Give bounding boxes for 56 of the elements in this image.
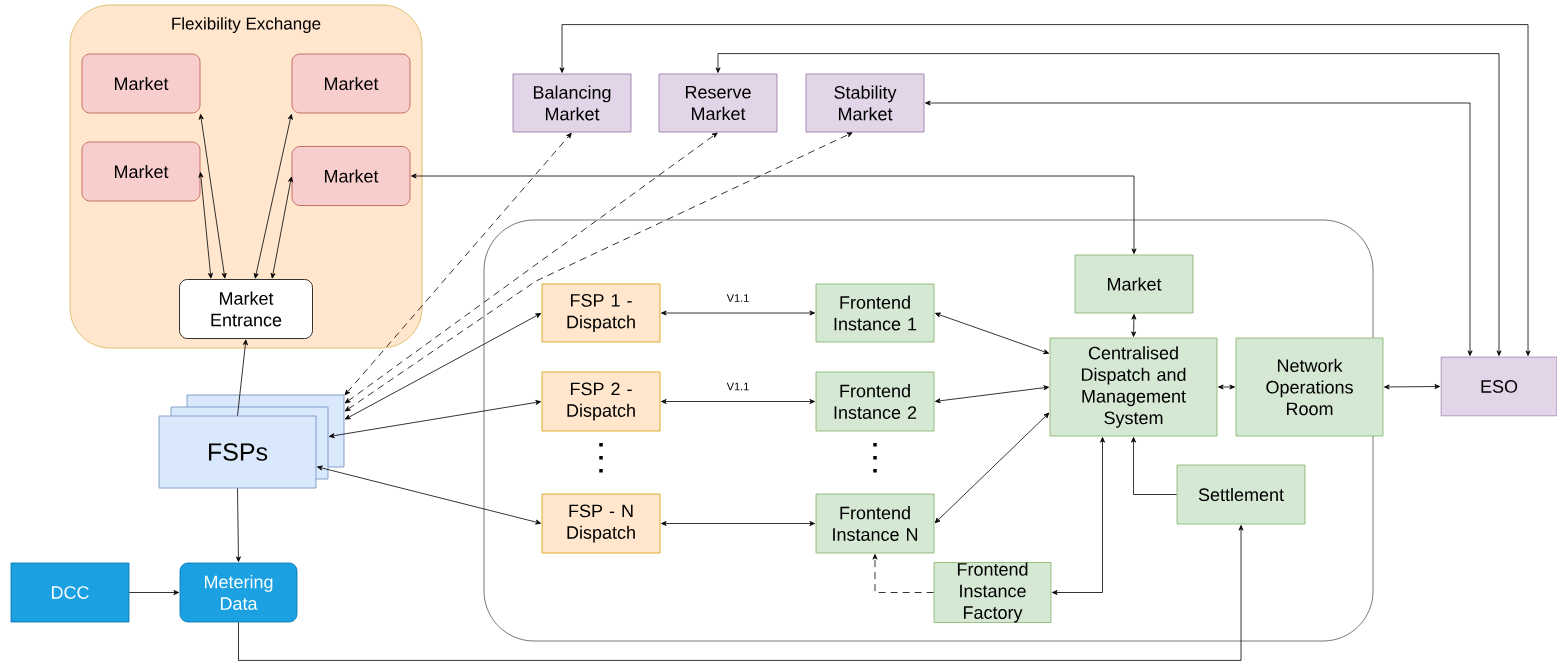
arrow xyxy=(411,173,1137,254)
system-boundary xyxy=(483,219,1374,642)
arrow xyxy=(934,412,1050,524)
fsp-stack: FSPs xyxy=(158,394,345,489)
dashed-arrow xyxy=(344,132,572,396)
arrow xyxy=(661,310,815,316)
arrow xyxy=(559,24,1531,356)
arrow xyxy=(238,525,1244,661)
arrow xyxy=(198,172,213,279)
arrow xyxy=(270,176,293,279)
dispatch-box: FSP 2 - Dispatch xyxy=(541,371,661,432)
arrow xyxy=(934,312,1050,355)
arrow xyxy=(935,385,1049,404)
metering-box: Metering Data xyxy=(179,562,298,623)
frontend-box: Frontend Instance N xyxy=(815,493,935,554)
arrow xyxy=(1218,384,1235,390)
arrow xyxy=(198,114,227,279)
dispatch-system-box: Centralised Dispatch and Management System xyxy=(1049,337,1218,437)
market-box: Reserve Market xyxy=(658,73,778,133)
frontend-box: Frontend Instance 1 xyxy=(815,283,935,343)
arrow xyxy=(129,590,179,595)
edge-label: V1.1 xyxy=(725,293,751,303)
frontend-box: Frontend Instance 2 xyxy=(815,371,935,432)
arrow xyxy=(1052,437,1105,595)
arrow xyxy=(661,521,815,526)
eso-box: ESO xyxy=(1440,356,1557,417)
arrow xyxy=(235,488,241,562)
arrow xyxy=(237,339,248,416)
market-box: Market xyxy=(291,53,411,114)
dashed-arrow xyxy=(344,132,718,404)
operations-room-box: Network Operations Room xyxy=(1235,337,1384,437)
dispatch-box: FSP - N Dispatch xyxy=(541,493,661,554)
arrow xyxy=(344,313,542,420)
market-box: Stability Market xyxy=(805,73,925,133)
market-box: Market xyxy=(81,53,201,114)
dashed-arrow xyxy=(344,132,853,412)
arrow xyxy=(661,399,815,404)
market-box: Balancing Market xyxy=(512,73,632,133)
edge-label: V1.1 xyxy=(725,381,751,392)
arrow xyxy=(329,400,541,439)
arrow xyxy=(1131,437,1177,495)
arrow xyxy=(253,114,293,279)
market-box: Market xyxy=(1074,254,1194,314)
arrow xyxy=(715,53,1502,356)
settlement-box: Settlement xyxy=(1176,464,1306,525)
dispatch-box: FSP 1 - Dispatch xyxy=(541,283,661,343)
market-box: Market xyxy=(291,146,411,206)
factory-box: Frontend Instance Factory xyxy=(933,562,1052,623)
entrance-box: Market Entrance xyxy=(179,279,313,339)
arrow xyxy=(1131,314,1137,337)
arrow xyxy=(1384,384,1440,390)
arrow xyxy=(317,465,541,525)
dashed-arrow xyxy=(872,554,934,593)
market-box: Market xyxy=(81,141,201,202)
arrow xyxy=(925,100,1473,356)
dcc-box: DCC xyxy=(10,562,130,623)
